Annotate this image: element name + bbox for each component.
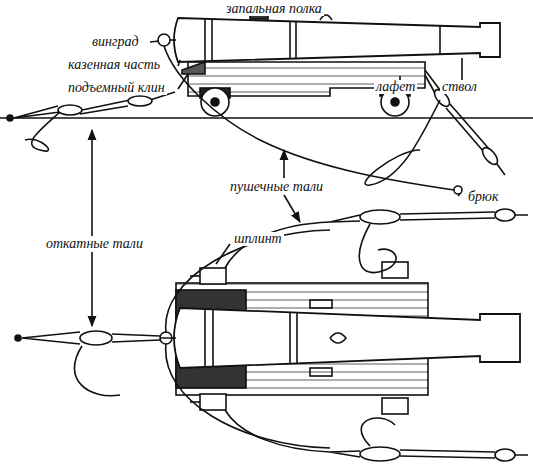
reinforce-ring bbox=[204, 19, 206, 61]
leader-line bbox=[178, 74, 188, 89]
rope-coil bbox=[361, 418, 395, 446]
part-label: откатные тали bbox=[44, 237, 145, 251]
top-view bbox=[15, 130, 528, 461]
tackle-block bbox=[495, 449, 515, 461]
leader-arrow bbox=[91, 130, 93, 150]
rope-coil bbox=[74, 346, 120, 396]
leader-line bbox=[91, 150, 93, 236]
dolphin-handle bbox=[330, 333, 346, 343]
truck bbox=[200, 394, 226, 410]
reinforce-ring bbox=[204, 309, 206, 367]
trunnion bbox=[310, 368, 332, 376]
barrel bbox=[174, 18, 500, 62]
leader-arrow bbox=[284, 195, 300, 222]
breeching-ring bbox=[454, 186, 462, 194]
cascabel-neck bbox=[170, 39, 176, 41]
part-label: лафет bbox=[374, 80, 417, 94]
tackle-rope bbox=[14, 92, 175, 118]
breeching-rope bbox=[164, 46, 454, 190]
ringbolt bbox=[7, 115, 13, 121]
reinforce-ring bbox=[212, 309, 214, 367]
wheel-hub bbox=[211, 98, 219, 106]
leader-line bbox=[458, 194, 460, 196]
part-label: казенная часть bbox=[66, 58, 162, 72]
reinforce-ring bbox=[211, 19, 213, 61]
tackle-block bbox=[495, 209, 515, 221]
leader-line bbox=[150, 41, 159, 42]
truck bbox=[382, 398, 408, 414]
leader-line bbox=[178, 60, 180, 66]
tackle-block bbox=[360, 447, 400, 461]
chase-ring bbox=[439, 25, 441, 55]
reinforce-ring bbox=[289, 312, 291, 364]
part-label: шплинт bbox=[232, 232, 284, 246]
breeching-rope bbox=[166, 230, 330, 332]
tackle-rope bbox=[425, 70, 505, 175]
part-label: подъемный клин bbox=[66, 81, 167, 95]
tackle-block bbox=[80, 331, 112, 345]
tackle-block bbox=[128, 96, 152, 106]
side-view bbox=[0, 11, 533, 194]
tackle-block bbox=[360, 210, 400, 224]
tackle-rope bbox=[22, 332, 176, 344]
tackle-rope bbox=[225, 222, 330, 268]
breeching-rope bbox=[166, 344, 330, 448]
part-label: винград bbox=[90, 35, 141, 49]
tackle-block bbox=[480, 145, 501, 167]
rope-coil bbox=[25, 112, 60, 151]
truck bbox=[200, 268, 226, 284]
leader-arrow bbox=[91, 252, 93, 326]
reinforce-ring bbox=[296, 312, 298, 364]
leader-line bbox=[216, 244, 230, 264]
part-label: запальная полка bbox=[224, 2, 324, 16]
reinforce-ring bbox=[289, 21, 291, 59]
trunnion bbox=[310, 300, 332, 308]
barrel-top bbox=[174, 308, 520, 368]
part-label: ствол bbox=[440, 80, 479, 94]
rope-coil bbox=[359, 224, 396, 273]
leader-arrow bbox=[283, 150, 285, 178]
part-label: пушечные тали bbox=[228, 180, 325, 194]
part-label: брюк bbox=[466, 190, 500, 204]
quoin bbox=[182, 62, 205, 74]
wheel-hub bbox=[391, 98, 399, 106]
rope-coil bbox=[365, 100, 440, 185]
ringbolt bbox=[15, 335, 21, 341]
cascabel bbox=[158, 34, 170, 46]
deck-line bbox=[0, 117, 533, 119]
reinforce-ring bbox=[295, 21, 297, 59]
tackle-block bbox=[58, 105, 82, 115]
